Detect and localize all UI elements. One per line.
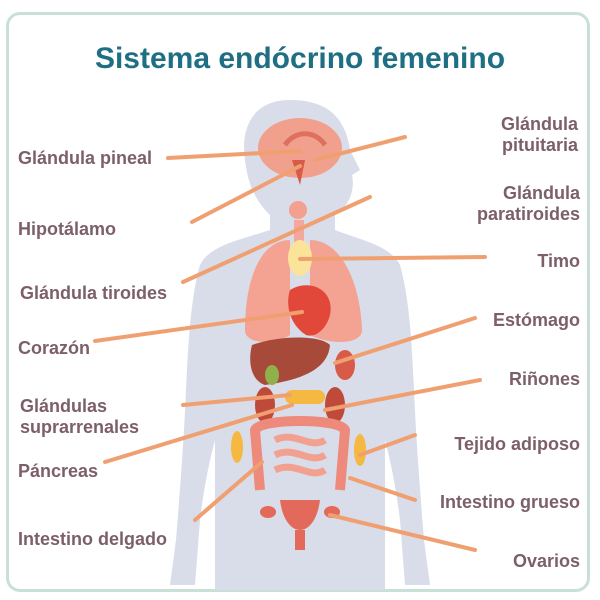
heart (288, 285, 331, 336)
large-intestine (249, 416, 351, 491)
label-intestino-grueso: Intestino grueso (439, 492, 580, 512)
label-pineal: Glándula pineal (18, 148, 153, 168)
label-timo: Timo (537, 251, 580, 271)
label-tiroides: Glándula tiroides (20, 283, 168, 303)
cervix (295, 530, 305, 550)
leader-hipotalamo (190, 164, 302, 224)
leader-suprarrenales (181, 393, 292, 407)
thyroid (289, 201, 307, 219)
ovary-left (260, 506, 276, 518)
brain (258, 118, 342, 178)
leader-pituitaria (313, 135, 407, 162)
pancreas (285, 390, 325, 404)
label-pituitaria: Glándula pituitaria (500, 114, 578, 155)
label-ovarios: Ovarios (512, 551, 580, 571)
label-paratiroides: Glándula paratiroides (476, 183, 580, 224)
stomach (335, 350, 355, 380)
label-hipotalamo: Hipotálamo (18, 219, 117, 239)
kidney-left (255, 387, 275, 423)
gallbladder (265, 365, 279, 385)
label-rinones: Riñones (508, 369, 580, 389)
adipose-right (354, 434, 366, 466)
uterus (280, 500, 320, 530)
label-corazon: Corazón (18, 338, 90, 358)
trachea (294, 220, 304, 250)
leader-adiposo (358, 433, 417, 457)
leader-pineal (166, 149, 302, 160)
leader-timo (298, 255, 487, 261)
leader-estomago (333, 316, 477, 365)
brain-detail (282, 131, 328, 147)
diagram-title: Sistema endócrino femenino (94, 42, 506, 75)
leader-intestino-delgado (193, 460, 264, 522)
label-adiposo: Tejido adiposo (454, 434, 580, 454)
leader-rinones (323, 378, 482, 412)
label-pancreas: Páncreas (18, 461, 99, 481)
leader-paratiroides-tiroides (181, 195, 372, 284)
leader-pancreas (103, 403, 294, 464)
kidney-right (325, 387, 345, 423)
small-intestine (273, 433, 327, 477)
leader-intestino-grueso (348, 476, 417, 502)
label-estomago: Estómago (492, 310, 580, 330)
label-suprarrenales: Glándulas suprarrenales (20, 396, 140, 437)
label-intestino-delgado: Intestino delgado (18, 529, 168, 549)
leader-ovarios (328, 513, 477, 552)
adipose-left (231, 431, 243, 463)
diagram-frame (6, 12, 590, 592)
leader-corazon (93, 310, 304, 343)
